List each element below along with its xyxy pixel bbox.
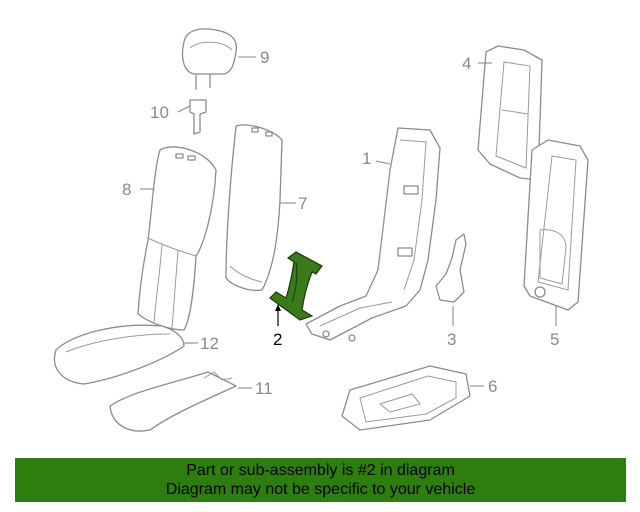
label-part-4: 4 <box>462 54 471 73</box>
tray-part-6 <box>341 365 484 431</box>
banner-line-2: Diagram may not be specific to your vehi… <box>165 481 476 498</box>
label-part-7: 7 <box>298 194 307 213</box>
label-part-9: 9 <box>260 48 269 67</box>
seatback-cushion-part-8 <box>137 146 217 331</box>
label-part-6: 6 <box>488 377 497 396</box>
highlighted-bracket-part-2 <box>269 251 323 326</box>
label-part-10: 10 <box>150 103 169 122</box>
label-part-11: 11 <box>255 379 273 398</box>
label-part-1: 1 <box>362 149 371 168</box>
headrest-part-9 <box>181 28 256 90</box>
seat-cushion-part-12 <box>53 324 198 385</box>
info-banner: Part or sub-assembly is #2 in diagram Di… <box>15 458 626 502</box>
banner-line-1: Part or sub-assembly is #2 in diagram <box>186 462 455 479</box>
label-part-3: 3 <box>447 330 456 349</box>
side-panel-part-5 <box>523 139 589 326</box>
guide-part-10 <box>177 99 207 135</box>
small-bracket-part-3 <box>435 233 467 326</box>
panel-part-4 <box>477 45 543 181</box>
label-part-8: 8 <box>122 180 131 199</box>
parts-diagram: 9 10 8 7 2 1 4 5 3 6 12 11 <box>53 28 589 432</box>
back-panel-part-7 <box>225 124 296 292</box>
label-part-5: 5 <box>550 330 559 349</box>
seat-cushion-pad-part-11 <box>109 371 252 432</box>
label-part-12: 12 <box>200 334 219 353</box>
label-part-2: 2 <box>273 330 282 349</box>
seat-frame-part-1 <box>305 127 441 342</box>
